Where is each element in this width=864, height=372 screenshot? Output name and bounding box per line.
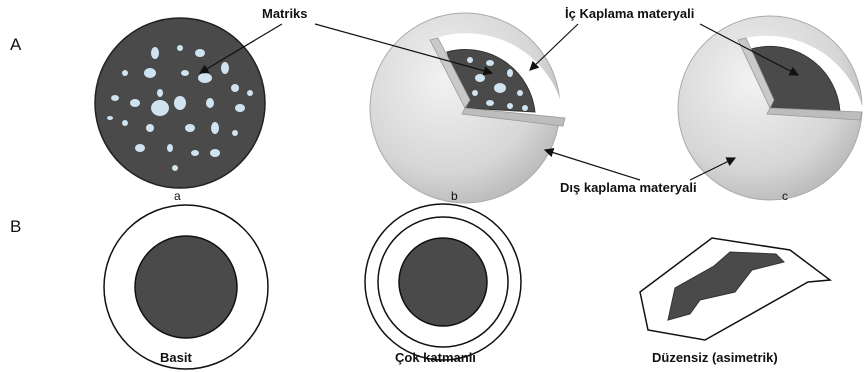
droplet bbox=[172, 165, 178, 171]
droplet bbox=[475, 74, 485, 82]
droplet bbox=[231, 84, 239, 92]
caption-a: a bbox=[174, 189, 181, 203]
droplet bbox=[517, 90, 523, 96]
multilayer-capsule bbox=[365, 204, 521, 360]
droplet bbox=[211, 122, 219, 134]
coated-particle-b bbox=[370, 13, 565, 203]
droplet bbox=[522, 105, 528, 111]
droplet bbox=[151, 47, 159, 59]
caption-c: c bbox=[782, 189, 788, 203]
caption-simple: Basit bbox=[160, 350, 192, 365]
inner-coating-label: İç Kaplama materyali bbox=[565, 6, 694, 21]
section-b-label: B bbox=[10, 217, 21, 236]
matrix-particle-a bbox=[95, 18, 265, 188]
droplet bbox=[198, 73, 212, 83]
droplet bbox=[107, 116, 113, 120]
droplet bbox=[507, 103, 513, 109]
droplet bbox=[122, 120, 128, 126]
section-a-label: A bbox=[10, 35, 22, 54]
droplet bbox=[157, 89, 163, 97]
droplet bbox=[146, 124, 154, 132]
droplet bbox=[247, 90, 253, 96]
simple-capsule bbox=[104, 205, 268, 369]
droplet bbox=[507, 69, 513, 77]
droplet bbox=[494, 83, 506, 93]
droplet bbox=[130, 99, 140, 107]
droplet bbox=[232, 130, 238, 136]
droplet bbox=[486, 100, 494, 106]
caption-b: b bbox=[451, 189, 458, 203]
droplet bbox=[167, 144, 173, 152]
droplet bbox=[111, 95, 119, 101]
droplet bbox=[181, 70, 189, 76]
droplet bbox=[235, 104, 245, 112]
droplet bbox=[486, 60, 494, 66]
droplet bbox=[221, 62, 229, 74]
caption-irregular: Düzensiz (asimetrik) bbox=[652, 350, 778, 365]
irregular-capsule bbox=[640, 238, 830, 340]
droplet bbox=[472, 90, 478, 96]
droplet bbox=[151, 100, 169, 116]
droplet bbox=[210, 149, 220, 157]
droplet bbox=[185, 124, 195, 132]
caption-multilayer: Çok katmanlı bbox=[395, 350, 476, 365]
droplet bbox=[195, 49, 205, 57]
droplet bbox=[174, 96, 186, 110]
droplet bbox=[135, 144, 145, 152]
outer-coating-arrow-b bbox=[545, 150, 640, 180]
droplet bbox=[144, 68, 156, 78]
droplet bbox=[191, 150, 199, 156]
outer-coating-label: Dış kaplama materyali bbox=[560, 180, 697, 195]
droplet bbox=[467, 57, 473, 63]
matrix-label: Matriks bbox=[262, 6, 308, 21]
droplet bbox=[122, 70, 128, 76]
droplet bbox=[206, 98, 214, 108]
droplet bbox=[177, 45, 183, 51]
